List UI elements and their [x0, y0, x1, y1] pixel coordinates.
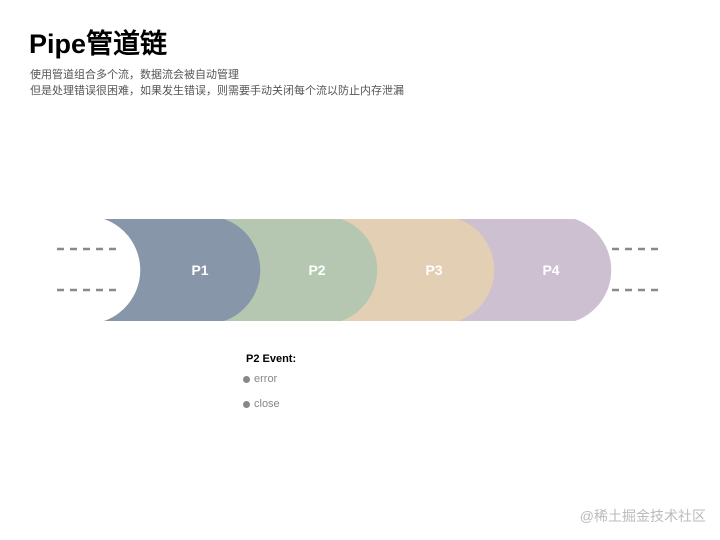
subtitle-line-1: 使用管道组合多个流，数据流会被自动管理 [30, 69, 239, 81]
pipe-label: P4 [542, 262, 559, 278]
event-item-error: error [243, 373, 277, 385]
pipe-label: P1 [191, 262, 208, 278]
pipe-label: P3 [425, 262, 442, 278]
watermark: @稀土掘金技术社区 [579, 508, 706, 524]
pipe-label: P2 [308, 262, 325, 278]
pipe-segment-p3: P3 [338, 219, 495, 321]
event-title: P2 Event: [246, 353, 297, 365]
pipe-shape [104, 219, 261, 321]
event-label: close [254, 398, 280, 410]
pipe-segment-p2: P2 [221, 219, 378, 321]
pipe-segment-p4: P4 [455, 219, 612, 321]
event-label: error [254, 373, 278, 385]
pipe-shape [338, 219, 495, 321]
pipe-shape [455, 219, 612, 321]
event-item-close: close [243, 398, 280, 410]
subtitle-line-2: 但是处理错误很困难，如果发生错误，则需要手动关闭每个流以防止内存泄漏 [30, 85, 404, 97]
bullet-icon [243, 400, 250, 408]
pipe-shape [221, 219, 378, 321]
pipe-segment-p1: P1 [104, 219, 261, 321]
page-title: Pipe管道链 [29, 29, 168, 59]
bullet-icon [243, 375, 250, 383]
